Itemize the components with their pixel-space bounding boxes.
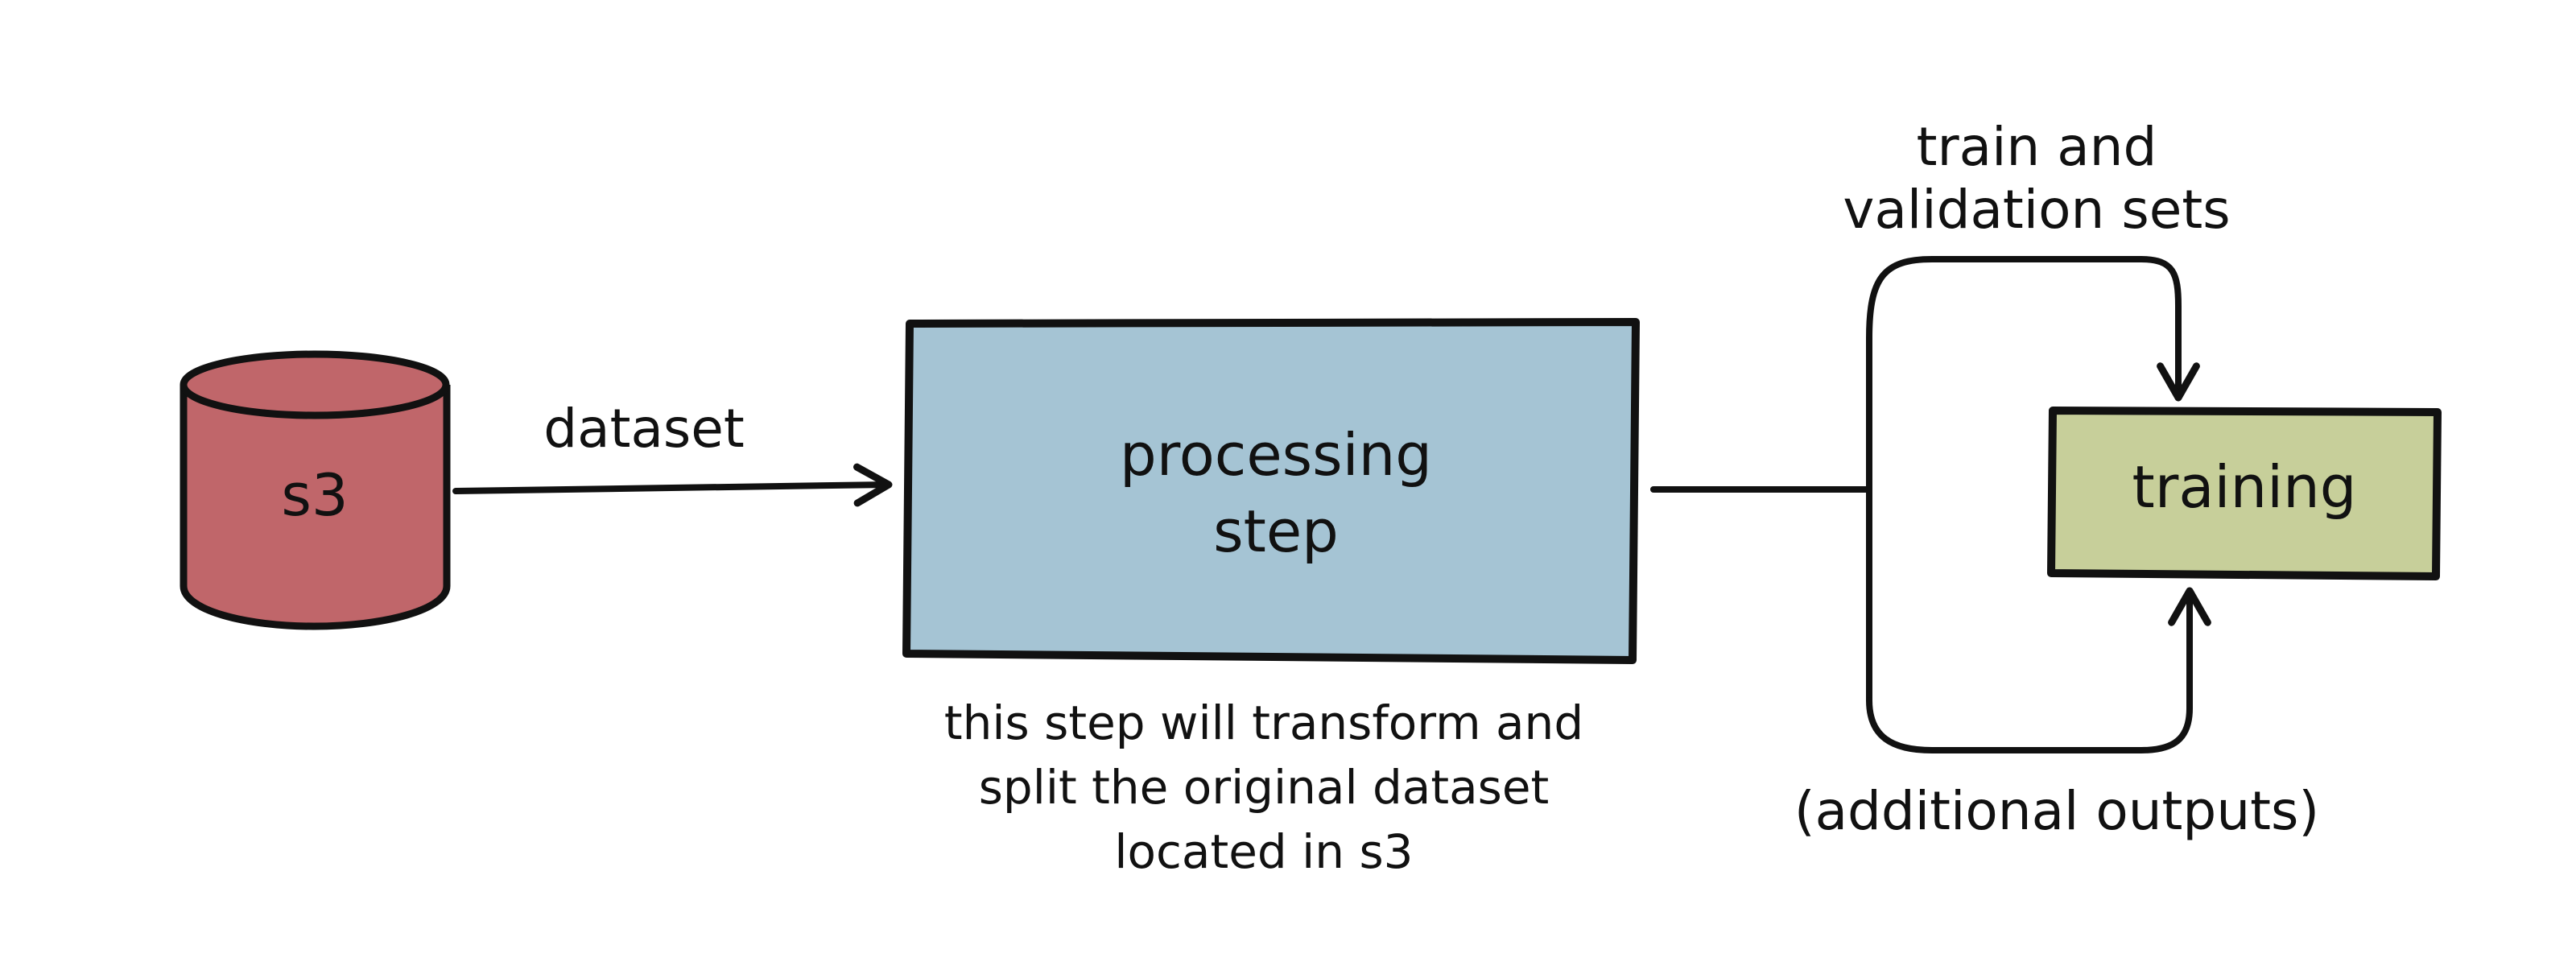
dataset-label: dataset xyxy=(543,398,745,460)
processing-note-line1: this step will transform and xyxy=(944,696,1583,750)
processing-label-line1: processing xyxy=(1120,421,1432,489)
training-box xyxy=(2047,407,2442,580)
dataset-arrow xyxy=(452,463,893,507)
processing-note: this step will transform and split the o… xyxy=(944,696,1583,879)
s3-cylinder-body xyxy=(180,385,451,630)
s3-label: s3 xyxy=(281,461,348,529)
training-connector: train and validation sets (additional ou… xyxy=(1650,116,2319,842)
additional-outputs-arrow xyxy=(1866,587,2211,753)
processing-label-line2: step xyxy=(1213,497,1339,565)
s3-node: s3 xyxy=(180,350,451,630)
training-node: training xyxy=(2047,407,2442,580)
dataset-edge: dataset xyxy=(452,398,893,507)
s3-cylinder-top xyxy=(180,350,450,419)
processing-note-line3: located in s3 xyxy=(1114,824,1413,879)
processing-box xyxy=(902,318,1640,664)
training-label: training xyxy=(2132,453,2357,521)
additional-outputs-label: (additional outputs) xyxy=(1794,780,2319,842)
train-validation-label-line1: train and xyxy=(1917,116,2157,178)
processing-node: processing step xyxy=(902,318,1640,664)
train-validation-arrow xyxy=(1866,256,2200,402)
train-validation-label-line2: validation sets xyxy=(1843,179,2230,241)
processing-note-line2: split the original dataset xyxy=(979,760,1550,815)
